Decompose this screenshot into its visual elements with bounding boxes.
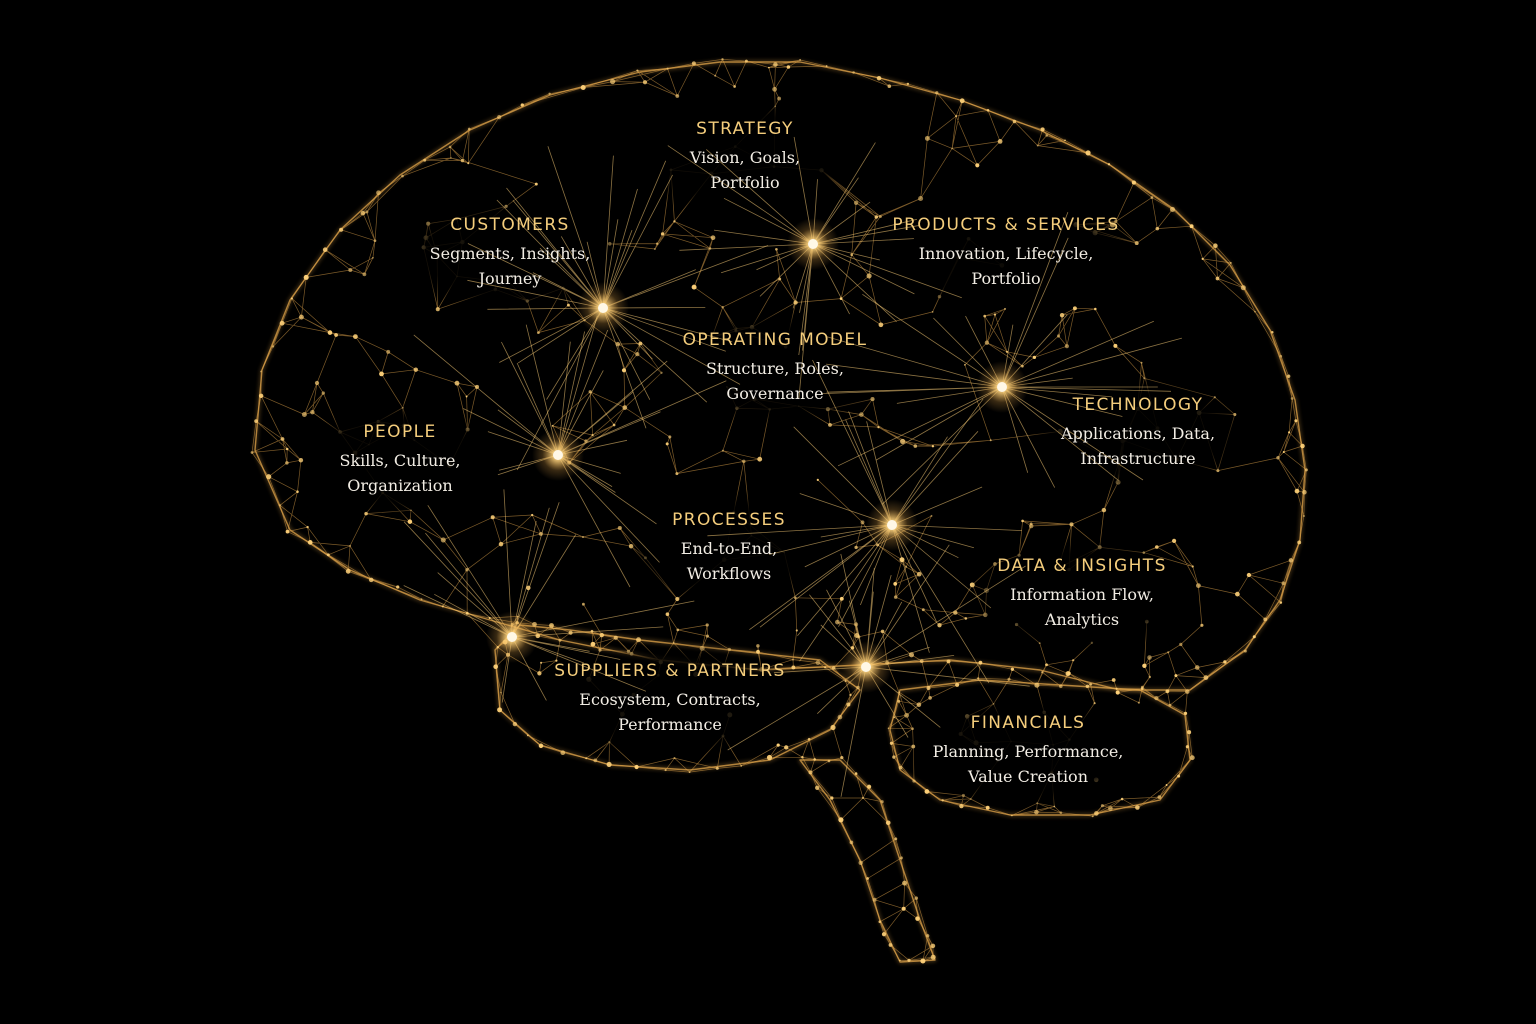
region-desc-line: Segments, Insights, — [429, 244, 591, 263]
region-operating-model: OPERATING MODEL Structure, Roles, Govern… — [683, 329, 868, 406]
region-title: CUSTOMERS — [450, 215, 570, 235]
region-strategy: STRATEGY Vision, Goals, Portfolio — [690, 118, 800, 195]
region-data-insights: DATA & INSIGHTS Information Flow, Analyt… — [997, 555, 1167, 632]
region-desc-line: Structure, Roles, — [706, 359, 844, 378]
region-financials: FINANCIALS Planning, Performance, Value … — [933, 712, 1124, 789]
region-title: PROCESSES — [672, 510, 786, 530]
region-processes: PROCESSES End-to-End, Workflows — [672, 509, 786, 586]
region-desc-line: Organization — [347, 476, 453, 495]
region-technology: TECHNOLOGY Applications, Data, Infrastru… — [1061, 394, 1215, 471]
region-desc-line: Governance — [726, 384, 824, 403]
region-title: OPERATING MODEL — [682, 330, 868, 350]
region-desc-line: Planning, Performance, — [932, 742, 1124, 761]
region-desc-line: Journey — [478, 269, 542, 288]
region-desc-line: Infrastructure — [1080, 449, 1196, 468]
region-desc-line: End-to-End, — [680, 539, 778, 558]
region-desc-line: Vision, Goals, — [689, 148, 801, 167]
region-title: PEOPLE — [363, 422, 437, 442]
region-shades — [295, 96, 1253, 810]
region-desc-line: Portfolio — [971, 269, 1041, 288]
network-hubs — [403, 136, 1183, 797]
region-desc-line: Portfolio — [710, 173, 780, 192]
region-desc-line: Performance — [618, 715, 722, 734]
region-title: DATA & INSIGHTS — [997, 556, 1167, 576]
region-customers: CUSTOMERS Segments, Insights, Journey — [430, 214, 591, 291]
region-title: TECHNOLOGY — [1072, 395, 1204, 415]
region-products-services: PRODUCTS & SERVICES Innovation, Lifecycl… — [892, 214, 1119, 291]
region-title: SUPPLIERS & PARTNERS — [554, 661, 786, 681]
region-desc-line: Analytics — [1044, 610, 1120, 629]
region-title: STRATEGY — [696, 119, 794, 139]
region-desc-line: Ecosystem, Contracts, — [579, 690, 761, 709]
region-desc-line: Applications, Data, — [1060, 424, 1216, 443]
region-title: PRODUCTS & SERVICES — [892, 215, 1120, 235]
region-suppliers-partners: SUPPLIERS & PARTNERS Ecosystem, Contract… — [554, 660, 785, 737]
region-desc-line: Skills, Culture, — [339, 451, 461, 470]
region-desc-line: Value Creation — [968, 767, 1088, 786]
region-desc-line: Information Flow, — [1010, 585, 1154, 604]
region-desc-line: Innovation, Lifecycle, — [918, 244, 1094, 263]
region-title: FINANCIALS — [970, 713, 1086, 733]
region-people: PEOPLE Skills, Culture, Organization — [340, 421, 461, 498]
region-desc-line: Workflows — [686, 564, 772, 583]
